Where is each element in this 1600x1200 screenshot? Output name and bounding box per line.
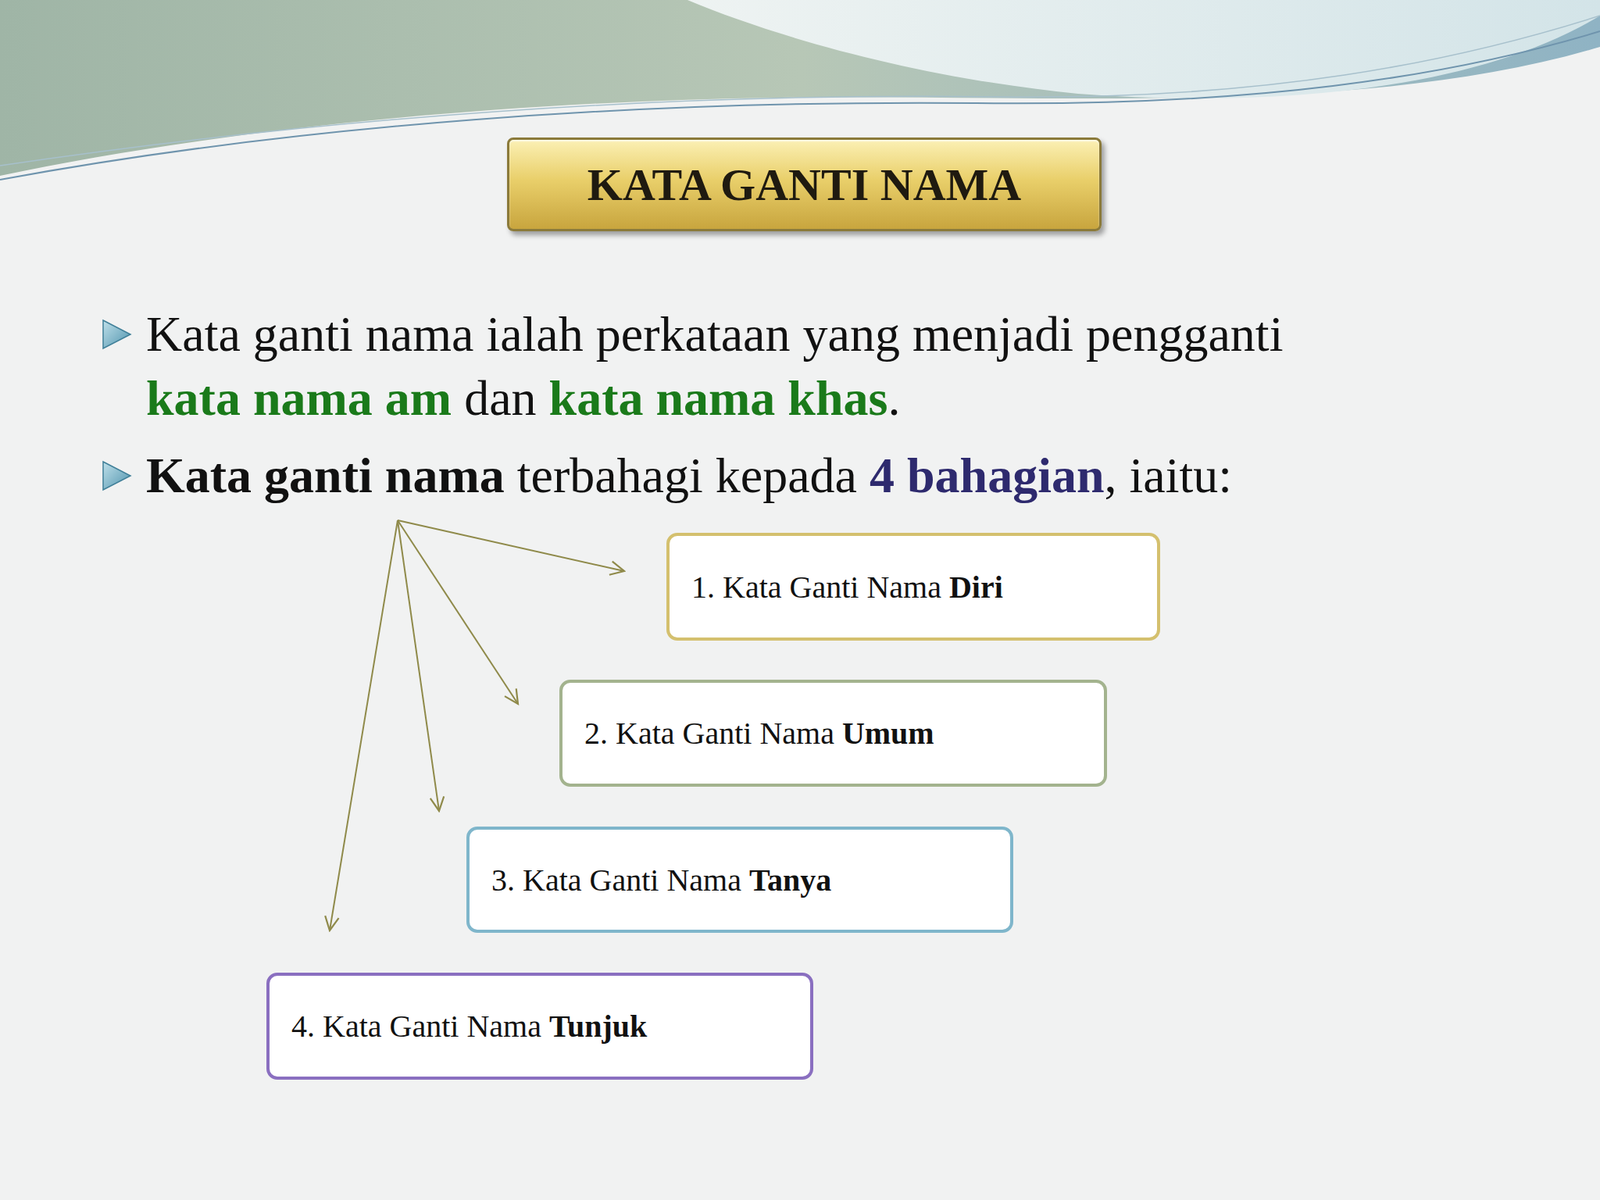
pointer-arrow <box>329 520 398 931</box>
bullet-text: dan <box>464 366 536 431</box>
bullet-text: terbahagi kepada <box>517 443 858 508</box>
box-keyword: Tunjuk <box>549 1008 647 1044</box>
bullet-text: , iaitu: <box>1104 443 1233 508</box>
box-keyword: Umum <box>842 715 935 751</box>
box-text: 3. Kata Ganti Nama <box>491 862 742 898</box>
bullet-text: Kata ganti nama <box>146 443 505 508</box>
bullet-text: 4 bahagian <box>869 443 1105 508</box>
box-label: 4. Kata Ganti NamaTunjuk <box>269 1007 647 1045</box>
box-keyword: Diri <box>949 569 1004 605</box>
bullet-line: kata nama amdankata nama khas. <box>146 366 900 431</box>
bullet-line: Kata ganti namaterbahagi kepada4 bahagia… <box>146 443 1233 508</box>
top-wave-light <box>687 0 1600 99</box>
pointer-arrow <box>397 520 625 572</box>
bullet-marker <box>103 461 131 490</box>
category-box: 1. Kata Ganti NamaDiri <box>666 532 1161 641</box>
bullet-text: kata nama khas <box>549 366 889 431</box>
bullet-text: . <box>887 366 900 431</box>
bullet-text: kata nama am <box>146 366 452 431</box>
box-text: 2. Kata Ganti Nama <box>584 715 835 751</box>
bullet-text: Kata ganti nama ialah perkataan yang men… <box>146 302 1283 367</box>
box-keyword: Tanya <box>749 862 832 898</box>
category-box: 4. Kata Ganti NamaTunjuk <box>266 972 814 1080</box>
box-label: 2. Kata Ganti NamaUmum <box>562 714 935 752</box>
pointer-arrow <box>397 520 440 811</box>
box-label: 3. Kata Ganti NamaTanya <box>469 861 832 899</box>
bullet-marker <box>103 320 131 349</box>
title-text: KATA GANTI NAMA <box>587 158 1022 211</box>
bullet-line: Kata ganti nama ialah perkataan yang men… <box>146 302 1283 367</box>
title-plate: KATA GANTI NAMA <box>507 137 1102 232</box>
category-box: 2. Kata Ganti NamaUmum <box>559 679 1108 787</box>
pointer-arrow <box>397 520 518 704</box>
category-box: 3. Kata Ganti NamaTanya <box>466 826 1014 933</box>
box-text: 1. Kata Ganti Nama <box>691 569 942 605</box>
box-label: 1. Kata Ganti NamaDiri <box>669 568 1004 606</box>
box-text: 4. Kata Ganti Nama <box>291 1008 542 1044</box>
